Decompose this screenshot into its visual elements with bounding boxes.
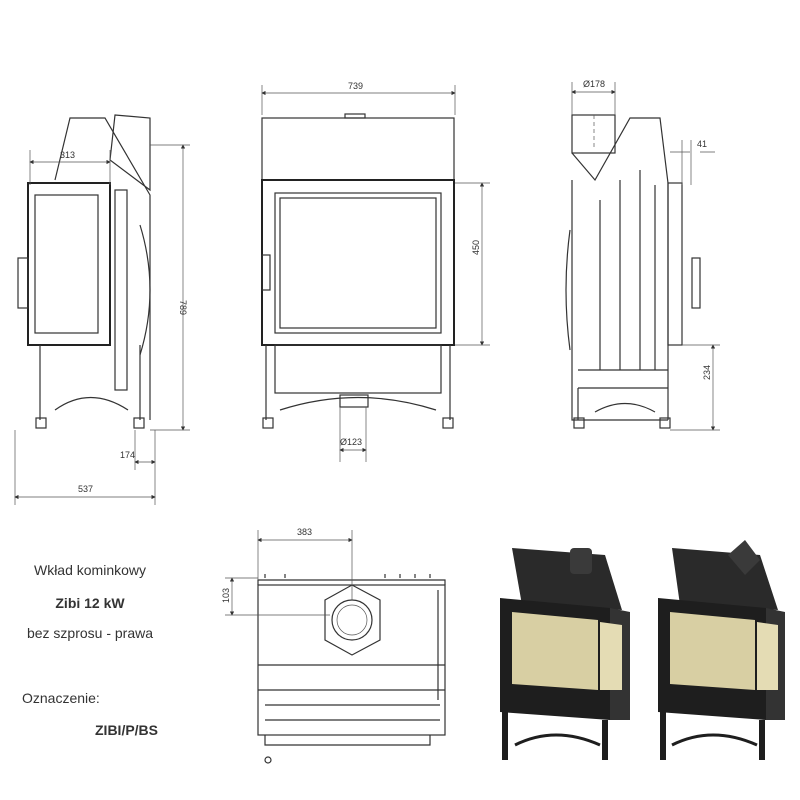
dim-air-inlet: Ø123 xyxy=(340,437,362,447)
dim-total-depth: 537 xyxy=(78,484,93,494)
designation-code: ZIBI/P/BS xyxy=(95,722,159,738)
side-view-left: 313 789 174 537 xyxy=(14,114,190,505)
dim-front-width: 739 xyxy=(348,81,363,91)
product-variant: bez szprosu - prawa xyxy=(26,625,154,641)
dim-frame-depth: 41 xyxy=(697,139,707,149)
front-view: 739 450 Ø123 xyxy=(261,81,490,462)
dim-flue-offset: 383 xyxy=(297,527,312,537)
dim-total-height: 789 xyxy=(178,300,188,315)
render-2 xyxy=(658,540,785,760)
dim-door-height: 450 xyxy=(471,240,481,255)
product-model: Zibi 12 kW xyxy=(55,595,125,611)
dim-flue-setback: 103 xyxy=(221,588,231,603)
product-type: Wkład kominkowy xyxy=(33,562,147,578)
top-view: 383 103 xyxy=(221,527,446,764)
designation-label: Oznaczenie: xyxy=(22,690,100,706)
dim-base-height: 234 xyxy=(702,365,712,380)
side-view-right: Ø178 41 234 xyxy=(565,79,720,431)
dim-side-depth: 313 xyxy=(60,150,75,160)
dim-leg-offset: 174 xyxy=(120,450,135,460)
dim-flue-diameter: Ø178 xyxy=(583,79,605,89)
render-1 xyxy=(500,548,630,760)
